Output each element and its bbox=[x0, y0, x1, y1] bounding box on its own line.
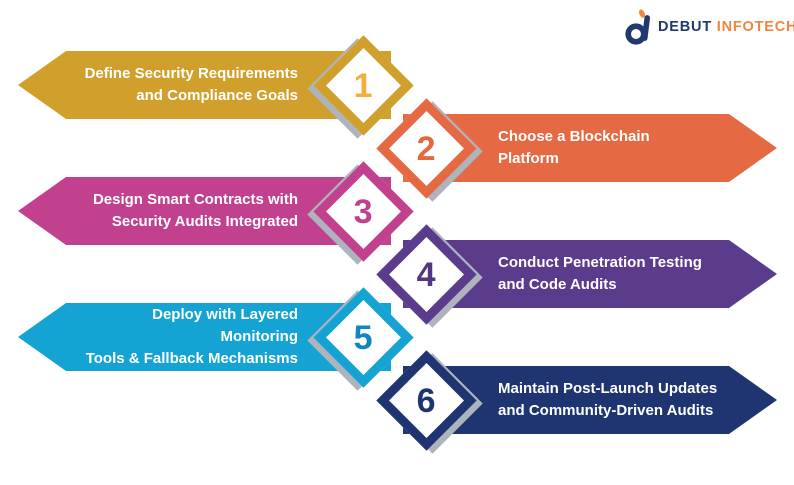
logo-wordmark: DEBUT INFOTECH bbox=[658, 19, 794, 35]
step-5-number-badge: 5 bbox=[306, 286, 414, 391]
step-4-number-badge: 4 bbox=[375, 223, 483, 328]
step-1-number: 1 bbox=[353, 65, 373, 104]
step-3-number: 3 bbox=[353, 191, 373, 230]
diamond: 6 bbox=[375, 349, 477, 451]
step-1-line1: Define Security Requirements bbox=[84, 65, 298, 82]
step-3-number-badge: 3 bbox=[306, 160, 414, 265]
step-3-line2: Security Audits Integrated bbox=[111, 213, 298, 230]
step-4-line1: Conduct Penetration Testing bbox=[498, 254, 702, 271]
step-1-number-badge: 1 bbox=[306, 34, 414, 139]
step-1-line2: and Compliance Goals bbox=[136, 87, 298, 104]
step-6-line2: and Community-Driven Audits bbox=[498, 402, 714, 419]
step-5-line2: Tools & Fallback Mechanisms bbox=[85, 350, 298, 367]
step-2-number-badge: 2 bbox=[375, 97, 483, 202]
step-4-line2: and Code Audits bbox=[498, 276, 617, 293]
step-6-line1: Maintain Post-Launch Updates bbox=[498, 380, 718, 397]
step-3-line1: Design Smart Contracts with bbox=[92, 191, 298, 208]
logo-brand-secondary: INFOTECH bbox=[716, 19, 794, 35]
step-6-number-badge: 6 bbox=[375, 349, 483, 454]
step-5-line1: Deploy with Layered Monitoring bbox=[152, 306, 298, 345]
step-2-line1: Choose a Blockchain bbox=[498, 128, 650, 145]
debut-infotech-d-icon bbox=[625, 9, 651, 45]
step-2-number: 2 bbox=[416, 128, 436, 167]
step-5-number: 5 bbox=[353, 317, 373, 356]
step-4-number: 4 bbox=[416, 254, 436, 293]
debut-infotech-logo: DEBUT INFOTECH bbox=[625, 9, 794, 45]
step-2-line2: Platform bbox=[498, 150, 559, 167]
step-6-number: 6 bbox=[416, 380, 436, 419]
logo-brand-primary: DEBUT bbox=[658, 19, 712, 35]
